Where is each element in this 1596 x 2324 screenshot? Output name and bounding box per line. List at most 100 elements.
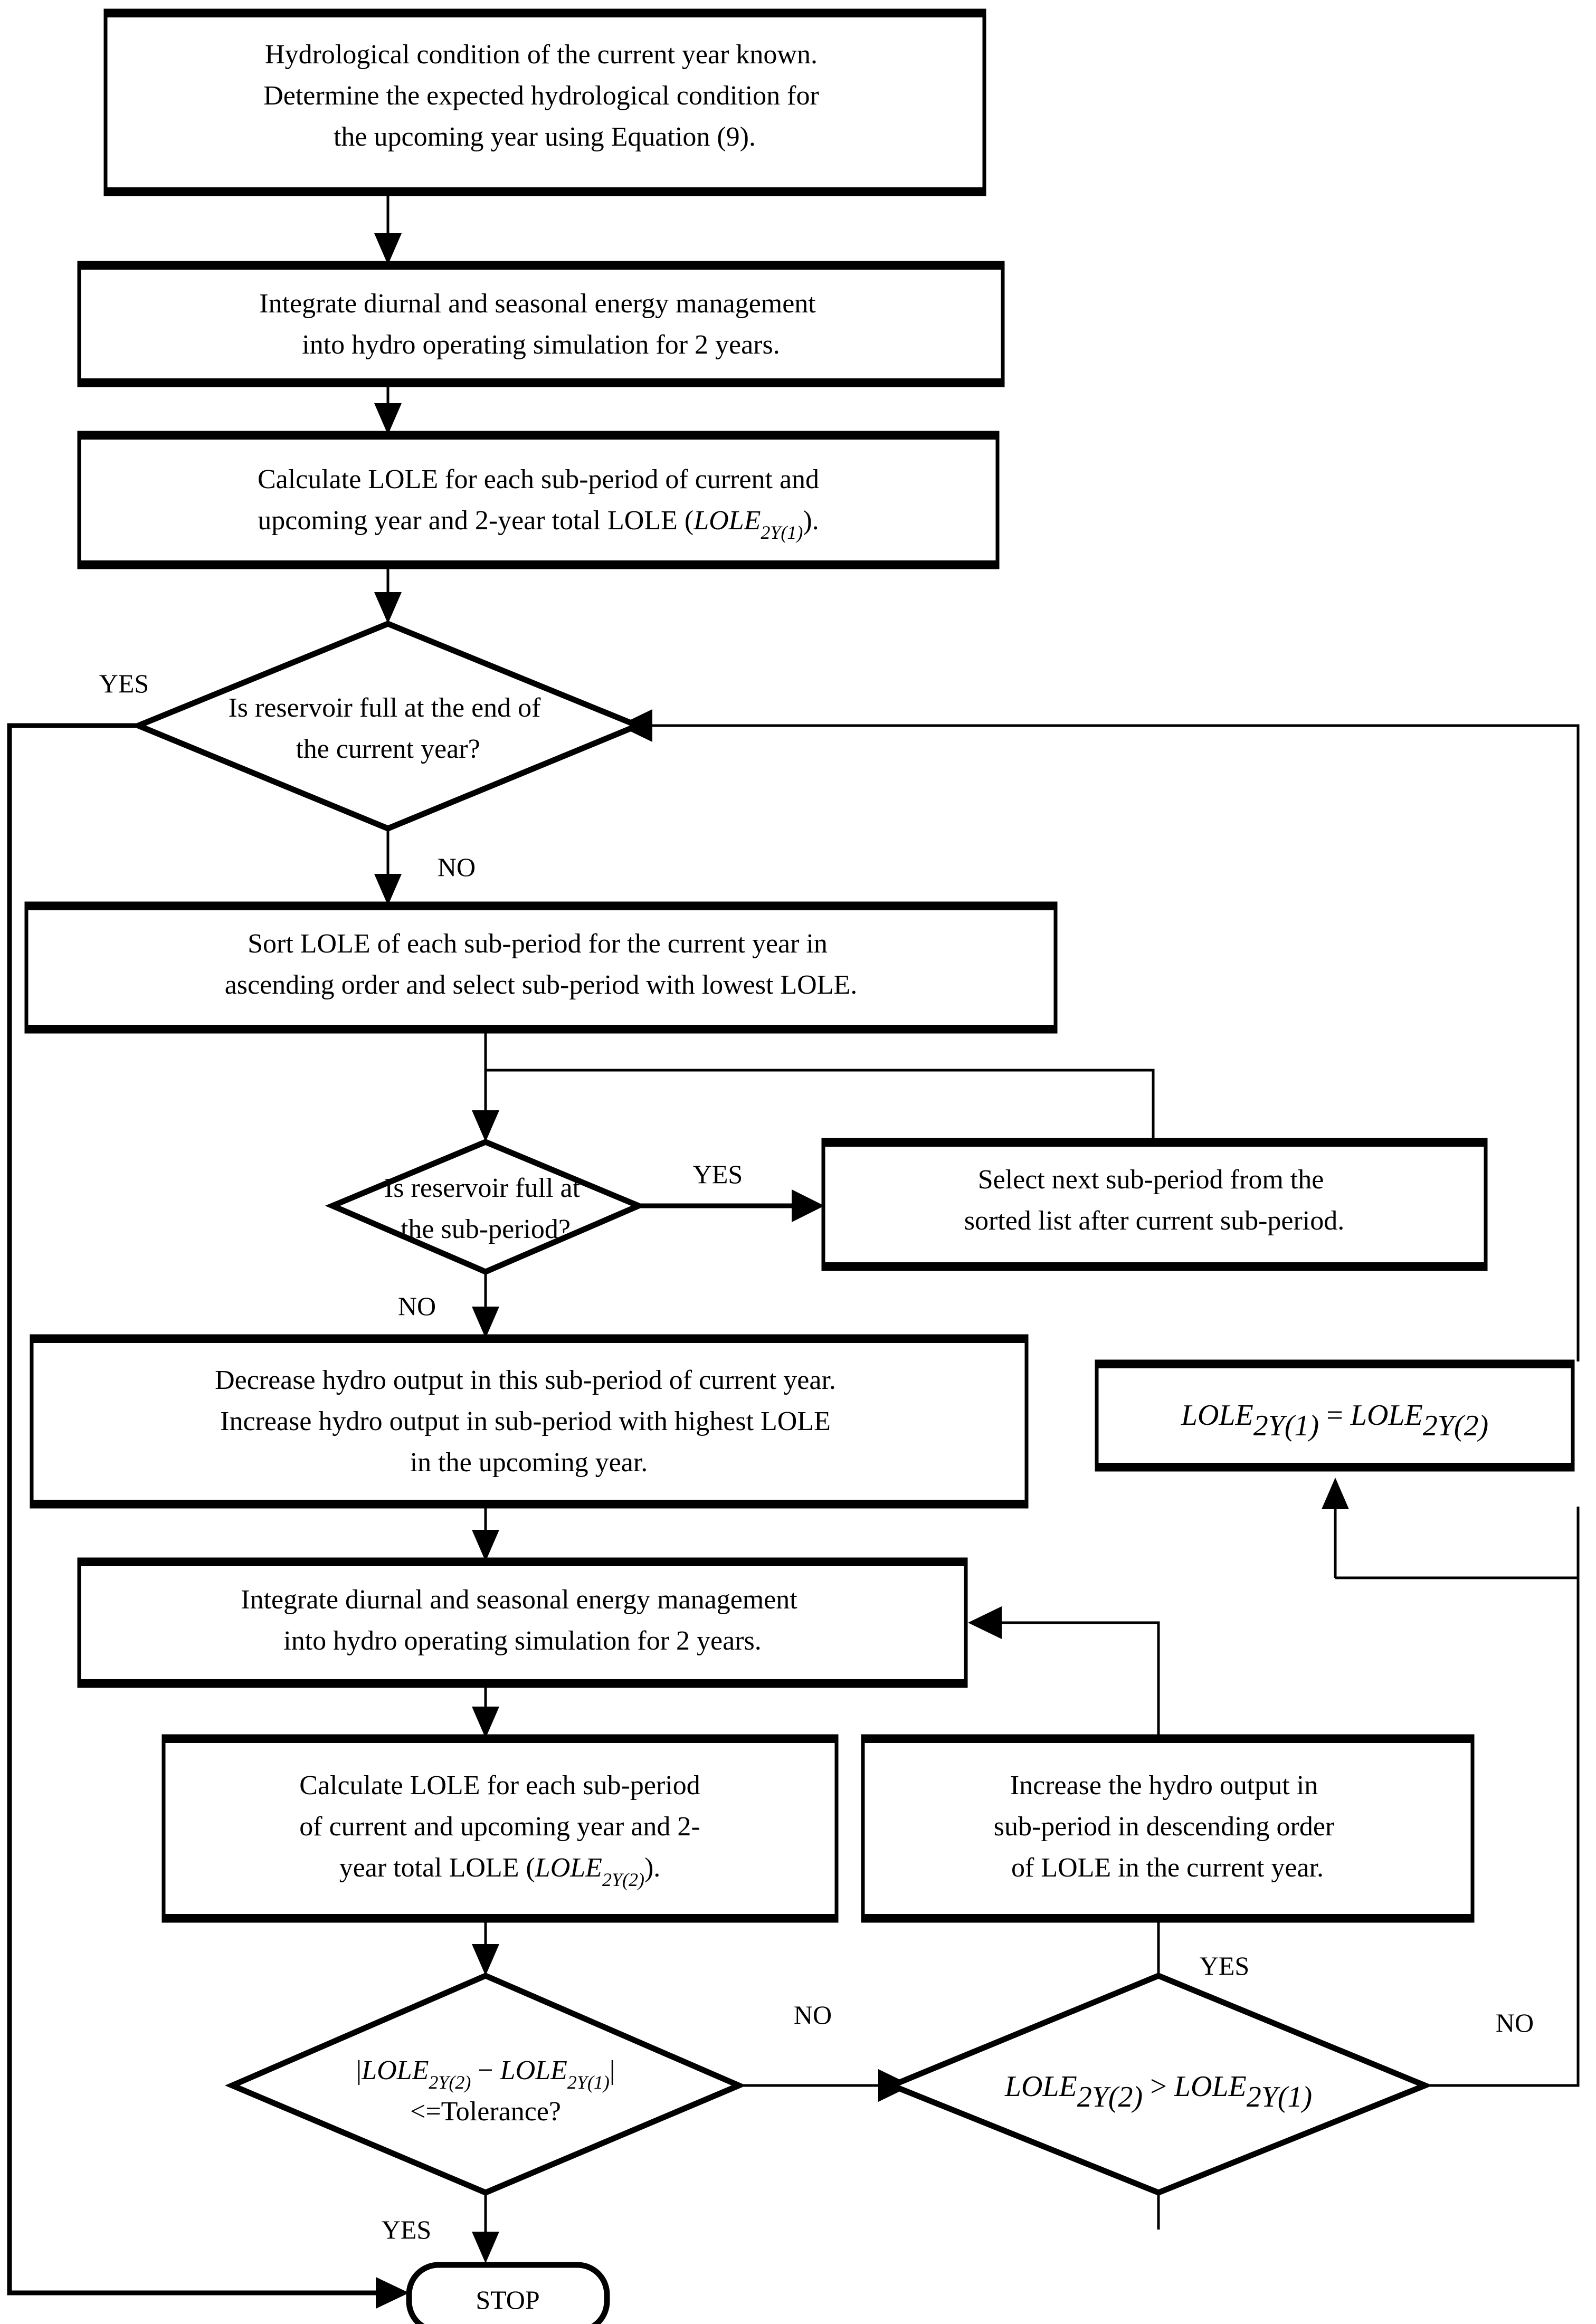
node-decision-reservoir-year[interactable]: Is reservoir full at the end of the curr… — [130, 621, 645, 832]
node-adjust-hydro-output[interactable]: Decrease hydro output in this sub-period… — [30, 1334, 1029, 1509]
arrowhead-sort — [374, 874, 402, 906]
decision4-math-a: LOLE — [1004, 2070, 1077, 2103]
calc-lole1-line-2: upcoming year and 2-year total LOLE (LOL… — [258, 506, 819, 543]
arrowhead-integrate2-right — [968, 1606, 1002, 1639]
decision3-pre: | — [356, 2055, 362, 2085]
calc-lole1-line2-pre: upcoming year and 2-year total LOLE ( — [258, 506, 694, 536]
node-assign-lole[interactable]: LOLE2Y(1) = LOLE2Y(2) — [1095, 1359, 1575, 1472]
stop-terminal-shape[interactable] — [406, 2262, 610, 2324]
arrowhead-calc1 — [374, 403, 402, 435]
node-decision-tolerance[interactable]: |LOLE2Y(2) − LOLE2Y(1)| <=Tolerance? — [225, 1973, 746, 2196]
decision3-line-1: |LOLE2Y(2) − LOLE2Y(1)| — [356, 2055, 615, 2093]
assign-lole-right-math: LOLE — [1350, 1399, 1423, 1432]
node-decision-compare[interactable]: LOLE2Y(2) > LOLE2Y(1) — [884, 1973, 1433, 2196]
label-no-tolerance: NO — [794, 2000, 832, 2030]
node-sort-lole[interactable]: Sort LOLE of each sub-period for the cur… — [24, 901, 1058, 1034]
assign-lole-box[interactable] — [1095, 1359, 1575, 1472]
integrate2-text: Integrate diurnal and seasonal energy ma… — [241, 1585, 804, 1656]
decision2-line-2: the sub-period? — [401, 1214, 571, 1244]
node-integrate-1[interactable]: Integrate diurnal and seasonal energy ma… — [77, 261, 1005, 387]
decision2-diamond[interactable] — [325, 1139, 647, 1275]
arrowhead-integrate2 — [472, 1530, 499, 1561]
arrowhead-stop-top — [472, 2232, 499, 2263]
decision3-line-2: <=Tolerance? — [410, 2097, 561, 2127]
increase-hydro-text: Increase the hydro output in sub-period … — [994, 1770, 1341, 1883]
adjust-hydro-box[interactable] — [30, 1334, 1029, 1509]
arrowhead-decision1 — [374, 592, 402, 624]
integrate1-line-2: into hydro operating simulation for 2 ye… — [302, 330, 780, 360]
calc-lole1-line2-math: LOLE — [693, 506, 761, 536]
calc-lole2-line3-pre: year total LOLE ( — [339, 1853, 535, 1883]
decision4-math-b: LOLE — [1174, 2070, 1247, 2103]
assign-lole-operator: = — [1326, 1399, 1343, 1432]
node-increase-hydro-output[interactable]: Increase the hydro output in sub-period … — [861, 1734, 1475, 1923]
decision4-operator: > — [1150, 2070, 1167, 2103]
increase-hydro-line-1: Increase the hydro output in — [1010, 1770, 1318, 1801]
decision3-sub-a: 2Y(2) — [429, 2072, 471, 2093]
integrate2-line-2: into hydro operating simulation for 2 ye… — [283, 1626, 761, 1656]
select-next-line-1: Select next sub-period from the — [978, 1165, 1324, 1195]
sort-lole-line-1: Sort LOLE of each sub-period for the cur… — [248, 929, 828, 959]
calc-lole2-line-1: Calculate LOLE for each sub-period — [299, 1770, 700, 1801]
calc-lole2-line-3: year total LOLE (LOLE2Y(2)). — [339, 1853, 661, 1890]
select-next-text: Select next sub-period from the sorted l… — [964, 1165, 1345, 1236]
decision3-sub-b: 2Y(1) — [567, 2072, 610, 2093]
integrate2-line-1: Integrate diurnal and seasonal energy ma… — [241, 1585, 797, 1615]
decision4-sub-a: 2Y(2) — [1077, 2081, 1143, 2113]
node-decision-reservoir-subperiod[interactable]: Is reservoir full at the sub-period? — [325, 1139, 647, 1275]
decision1-diamond[interactable] — [130, 621, 645, 832]
calc-lole2-line3-post: ). — [644, 1853, 660, 1883]
select-next-box[interactable] — [821, 1138, 1488, 1271]
adjust-hydro-line-1: Decrease hydro output in this sub-period… — [215, 1365, 836, 1395]
label-yes-compare: YES — [1200, 1951, 1249, 1980]
decision4-equation: LOLE2Y(2) > LOLE2Y(1) — [1004, 2070, 1312, 2113]
arrowhead-decision2 — [472, 1110, 499, 1142]
node-select-next-subperiod[interactable]: Select next sub-period from the sorted l… — [821, 1138, 1488, 1271]
increase-hydro-line-3: of LOLE in the current year. — [1011, 1853, 1324, 1883]
node-calculate-lole-1[interactable]: Calculate LOLE for each sub-period of cu… — [77, 431, 1000, 569]
decision3-diamond[interactable] — [225, 1973, 746, 2196]
start-process-line-2: Determine the expected hydrological cond… — [263, 81, 819, 111]
decision4-sub-b: 2Y(1) — [1247, 2081, 1312, 2113]
calc-lole1-line-1: Calculate LOLE for each sub-period of cu… — [258, 464, 819, 494]
integrate2-box[interactable] — [77, 1557, 968, 1688]
node-calculate-lole-2[interactable]: Calculate LOLE for each sub-period of cu… — [162, 1734, 839, 1923]
calc-lole2-line3-math: LOLE — [535, 1853, 602, 1883]
node-stop-terminal[interactable]: STOP — [406, 2262, 610, 2324]
sort-lole-text: Sort LOLE of each sub-period for the cur… — [225, 929, 858, 1000]
assign-lole-right-sub: 2Y(2) — [1423, 1409, 1488, 1442]
decision3-math-b: LOLE — [500, 2055, 567, 2085]
assign-lole-equation: LOLE2Y(1) = LOLE2Y(2) — [1181, 1399, 1488, 1442]
label-yes-tolerance: YES — [382, 2215, 431, 2244]
connectors — [7, 194, 1580, 2309]
label-yes-reservoir-year: YES — [99, 669, 149, 698]
label-no-reservoir-subperiod: NO — [398, 1291, 436, 1321]
arrowhead-decrease — [472, 1307, 499, 1338]
label-no-reservoir-year: NO — [438, 852, 476, 882]
increase-hydro-box[interactable] — [861, 1734, 1475, 1923]
arrowhead-assign-bottom — [1322, 1478, 1349, 1509]
adjust-hydro-text: Decrease hydro output in this sub-period… — [215, 1365, 843, 1478]
decision3-op: − — [478, 2055, 493, 2085]
decision1-line-1: Is reservoir full at the end of — [228, 693, 541, 723]
integrate1-box[interactable] — [77, 261, 1005, 387]
sort-lole-box[interactable] — [24, 901, 1058, 1034]
arrowhead-calc2 — [472, 1707, 499, 1738]
edge-decision1-yes-to-stop — [7, 723, 391, 2296]
decision2-text: Is reservoir full at the sub-period? — [384, 1173, 587, 1244]
decision1-text: Is reservoir full at the end of the curr… — [228, 693, 547, 764]
adjust-hydro-line-3: in the upcoming year. — [410, 1447, 648, 1478]
calc-lole1-line2-post: ). — [803, 506, 819, 536]
decision4-diamond[interactable] — [884, 1973, 1433, 2196]
decision3-post: | — [610, 2055, 615, 2085]
calc-lole1-box[interactable] — [77, 431, 1000, 569]
node-integrate-2[interactable]: Integrate diurnal and seasonal energy ma… — [77, 1557, 968, 1688]
select-next-line-2: sorted list after current sub-period. — [964, 1206, 1345, 1236]
integrate1-text: Integrate diurnal and seasonal energy ma… — [259, 289, 823, 360]
arrowhead-integrate1 — [374, 233, 402, 265]
node-start-process[interactable]: Hydrological condition of the current ye… — [103, 8, 986, 196]
decision3-math-a: LOLE — [361, 2055, 429, 2085]
calc-lole2-line3-sub: 2Y(2) — [602, 1869, 644, 1890]
